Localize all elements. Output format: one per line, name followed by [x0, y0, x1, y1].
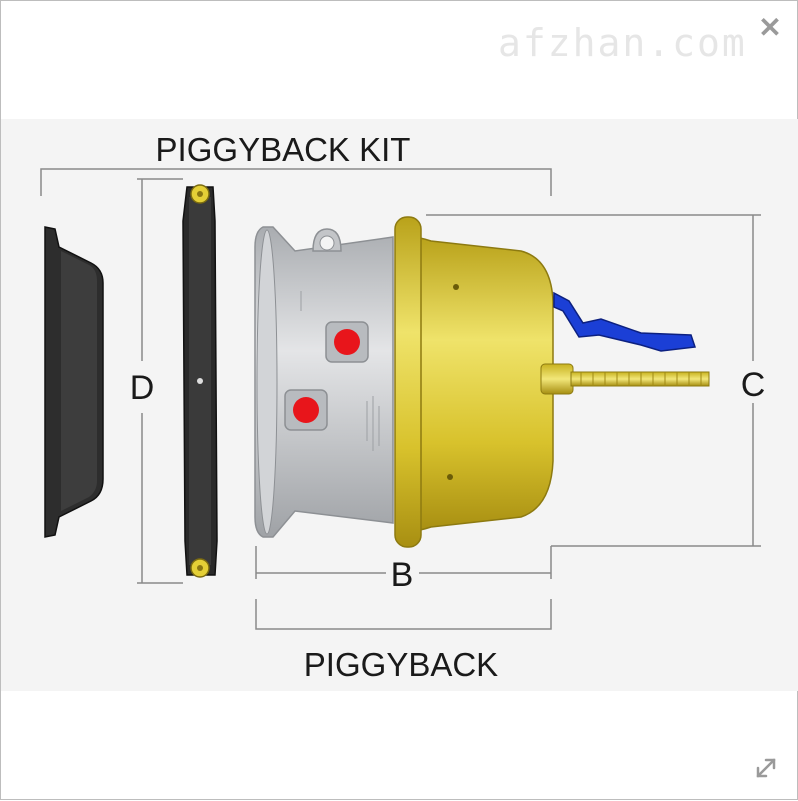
diaphragm-cap	[44, 226, 104, 538]
dimension-lines	[40, 168, 761, 630]
release-cable	[553, 291, 697, 352]
clamp-ring	[182, 184, 218, 578]
close-icon[interactable]: ✕	[758, 12, 782, 43]
expand-icon[interactable]	[753, 755, 779, 781]
label-c: C	[741, 366, 766, 404]
spring-housing	[254, 226, 394, 538]
service-chamber	[394, 216, 554, 548]
push-rod	[540, 363, 710, 395]
label-b: B	[391, 556, 414, 594]
watermark: afzhan.com	[498, 21, 747, 65]
label-d: D	[130, 369, 155, 407]
label-piggyback-kit: PIGGYBACK KIT	[156, 131, 411, 168]
label-piggyback: PIGGYBACK	[304, 646, 498, 683]
